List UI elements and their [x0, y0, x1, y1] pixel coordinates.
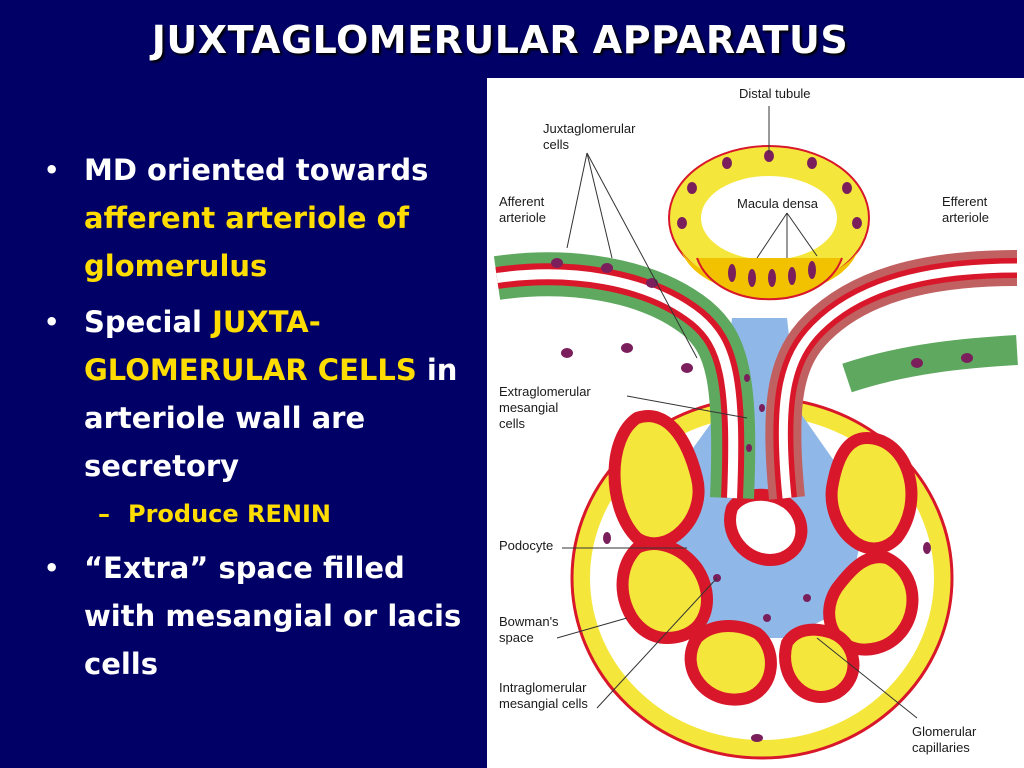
sub-bullet-marker: – — [98, 500, 110, 528]
label-bowmans-line1: Bowman's — [499, 614, 559, 629]
sub-bullet-text: Produce RENIN — [128, 500, 332, 528]
label-extraglomerular-line1: Extraglomerular — [499, 384, 591, 399]
bullet-marker: • — [44, 554, 60, 582]
bullet-text: Special — [84, 305, 213, 339]
label-glomerular-line2: capillaries — [912, 740, 970, 755]
label-extraglomerular-line3: cells — [499, 416, 526, 431]
cell-nuclei — [551, 150, 973, 742]
bullet-text-after: in arteriole wall are secretory — [84, 353, 458, 483]
capillary-loops — [608, 410, 919, 706]
bullet-text: MD oriented towards — [84, 153, 429, 187]
label-efferent-line1: Efferent — [942, 194, 988, 209]
label-bowmans-line2: space — [499, 630, 534, 645]
label-glomerular-line1: Glomerular — [912, 724, 977, 739]
bullet-marker: • — [44, 156, 60, 184]
sub-bullet-renin: – Produce RENIN — [40, 494, 470, 534]
label-afferent-line1: Afferent — [499, 194, 545, 209]
label-intraglomerular-line1: Intraglomerular — [499, 680, 587, 695]
bullet-marker: • — [44, 308, 60, 336]
label-macula-densa: Macula densa — [737, 196, 819, 211]
juxtaglomerular-diagram: Distal tubule Juxtaglomerular cells Affe… — [487, 78, 1024, 768]
bullet-md-oriented: • MD oriented towards afferent arteriole… — [40, 146, 470, 290]
bullet-list: • MD oriented towards afferent arteriole… — [40, 146, 470, 696]
label-podocyte: Podocyte — [499, 538, 553, 553]
label-jg-cells-line2: cells — [543, 137, 570, 152]
bullet-text: “Extra” space filled with mesangial or l… — [84, 551, 462, 681]
slide-title: JUXTAGLOMERULAR APPARATUS — [151, 18, 849, 62]
label-afferent-line2: arteriole — [499, 210, 546, 225]
label-jg-cells-line1: Juxtaglomerular — [543, 121, 636, 136]
label-efferent-line2: arteriole — [942, 210, 989, 225]
bullet-highlight: JUXTA-GLOMERULAR CELLS — [84, 305, 417, 387]
afferent-arteriole — [493, 252, 756, 499]
label-distal-tubule: Distal tubule — [739, 86, 811, 101]
mesangial-region — [647, 318, 867, 638]
efferent-arteriole — [765, 250, 1018, 500]
label-extraglomerular-line2: mesangial — [499, 400, 558, 415]
bullet-highlight: afferent arteriole of glomerulus — [84, 201, 410, 283]
label-intraglomerular-line2: mesangial cells — [499, 696, 588, 711]
bullet-extra-space: • “Extra” space filled with mesangial or… — [40, 544, 470, 688]
bullet-jg-cells: • Special JUXTA-GLOMERULAR CELLS in arte… — [40, 298, 470, 490]
diagram-svg: Distal tubule Juxtaglomerular cells Affe… — [493, 86, 1018, 760]
leader-lines — [556, 106, 918, 719]
